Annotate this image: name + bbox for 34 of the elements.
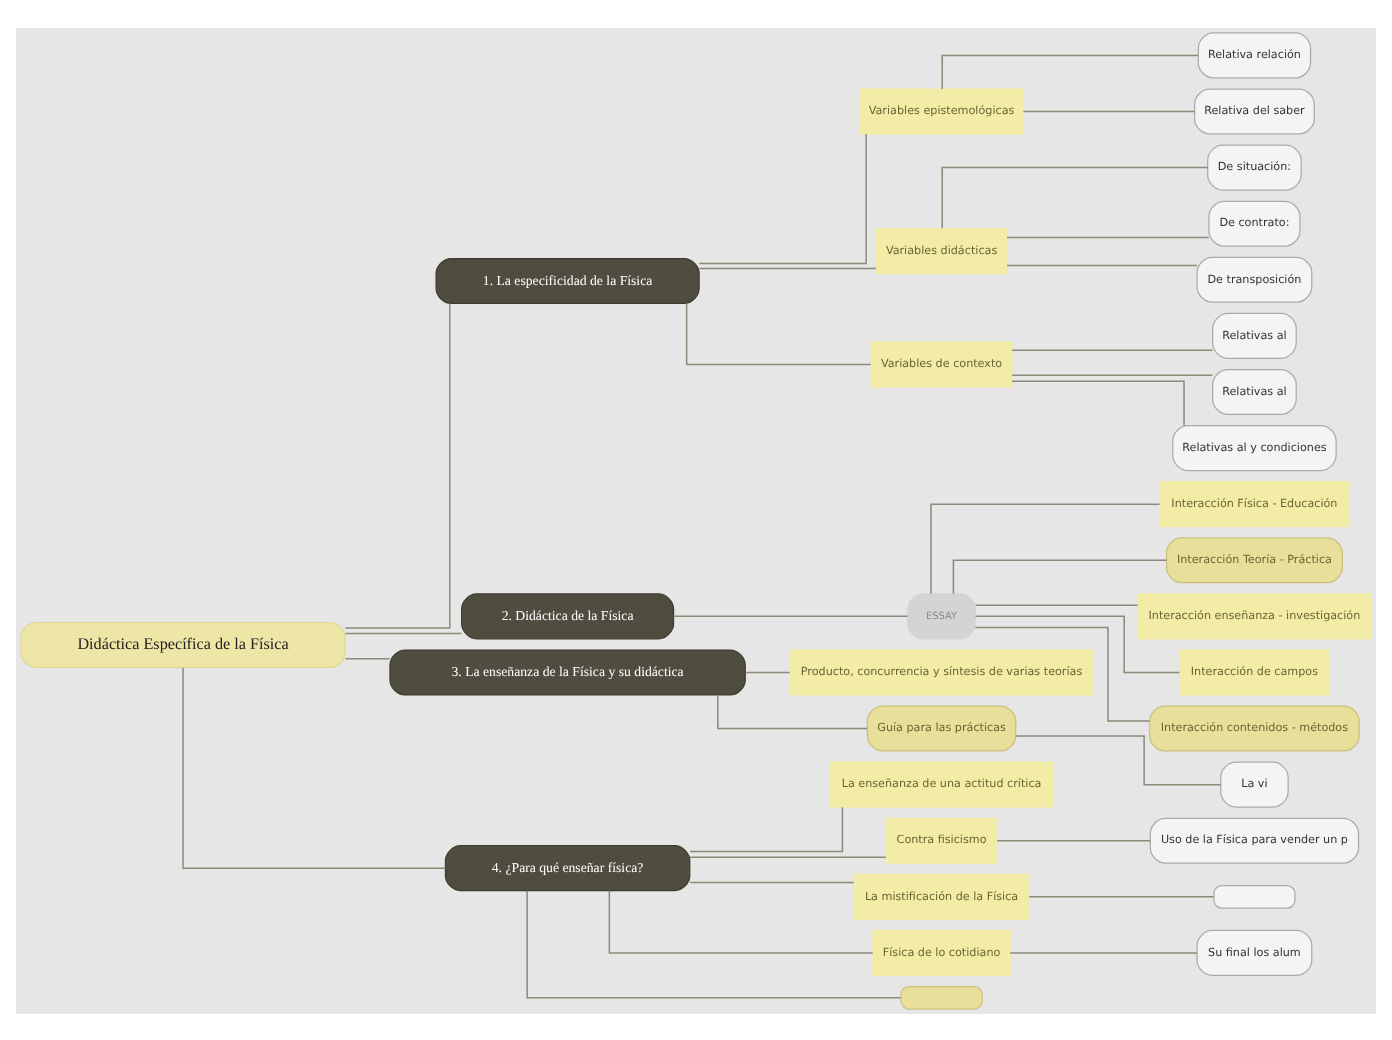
connector [1015, 734, 1222, 785]
connector [952, 558, 1168, 594]
connector [698, 266, 877, 269]
node-box [900, 984, 983, 1009]
connector [182, 665, 447, 868]
connector [1011, 373, 1214, 376]
connector [344, 302, 451, 628]
connector [941, 165, 1209, 229]
connector [974, 603, 1139, 605]
connector [717, 693, 868, 729]
connector [685, 302, 872, 365]
connector [974, 614, 1181, 673]
connector [689, 880, 855, 883]
connector [1011, 348, 1214, 350]
connector [689, 805, 844, 852]
connector [941, 53, 1199, 89]
connector [996, 839, 1151, 841]
connector [1006, 235, 1210, 238]
connector [930, 502, 1161, 594]
connector [689, 855, 887, 858]
connector [608, 889, 874, 953]
connector [1009, 951, 1198, 953]
node-box [1213, 884, 1296, 908]
connector [526, 889, 902, 998]
connector [673, 614, 909, 617]
connector [698, 132, 867, 264]
connector [1022, 109, 1196, 112]
connector [344, 631, 463, 634]
connector [744, 670, 791, 673]
connector [1006, 263, 1198, 266]
connector [974, 625, 1151, 721]
connector [344, 657, 391, 659]
connector [1028, 895, 1215, 897]
connector [1011, 379, 1185, 426]
